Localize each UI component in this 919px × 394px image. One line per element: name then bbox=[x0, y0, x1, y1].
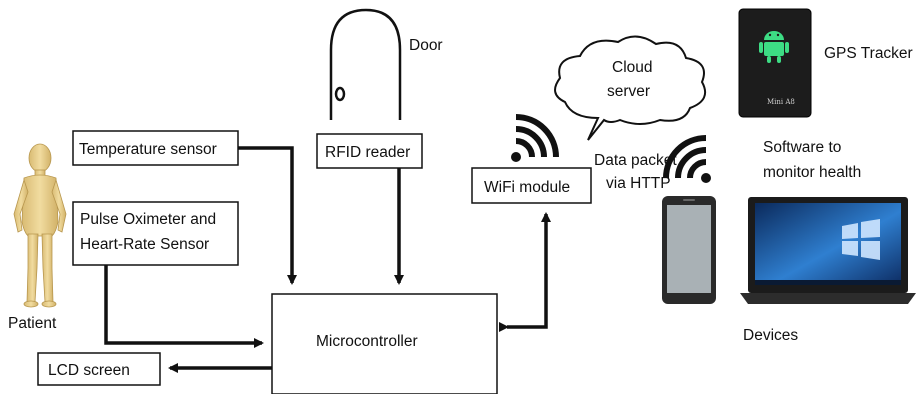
gps-tracker-label: GPS Tracker bbox=[824, 45, 913, 62]
pulse-oximeter-label-line1: Pulse Oximeter and bbox=[80, 211, 216, 228]
door-icon bbox=[329, 8, 402, 120]
pulse-oximeter-label-line2: Heart-Rate Sensor bbox=[80, 236, 209, 253]
data-packet-label-line2: via HTTP bbox=[606, 175, 671, 192]
microcontroller-wifi-bidirectional-arrow bbox=[499, 212, 551, 332]
temperature-sensor-label: Temperature sensor bbox=[79, 141, 217, 158]
android-logo-icon bbox=[759, 31, 789, 63]
wifi-module-label: WiFi module bbox=[484, 179, 570, 196]
door-label: Door bbox=[409, 37, 443, 54]
microcontroller-box bbox=[271, 293, 498, 394]
rfid-reader-label: RFID reader bbox=[325, 144, 410, 161]
temperature-sensor-box bbox=[72, 130, 239, 166]
cloud-server-label-line2: server bbox=[607, 83, 650, 100]
smartphone-icon bbox=[662, 196, 716, 304]
cloud-server-label-line1: Cloud bbox=[612, 59, 653, 76]
gps-tracker-device-icon: Mini A8 bbox=[738, 8, 812, 118]
lcd-screen-box bbox=[37, 352, 161, 386]
wifi-signal-icon bbox=[663, 135, 711, 183]
devices-label: Devices bbox=[743, 327, 798, 344]
pulse-oximeter-to-microcontroller-arrow bbox=[104, 265, 264, 348]
wifi-signal-icon bbox=[511, 114, 559, 162]
temperature-to-microcontroller-arrow bbox=[238, 146, 297, 285]
software-label-line2: monitor health bbox=[763, 164, 861, 181]
wifi-module-box bbox=[471, 167, 592, 204]
cloud-icon bbox=[554, 35, 706, 141]
pulse-oximeter-box bbox=[72, 201, 239, 266]
data-packet-label-line1: Data packet bbox=[594, 152, 677, 169]
tracker-brand-label: Mini A8 bbox=[767, 98, 795, 106]
lcd-screen-label: LCD screen bbox=[48, 362, 130, 379]
patient-figure-icon bbox=[13, 143, 67, 308]
windows-logo-icon bbox=[842, 219, 880, 260]
laptop-icon bbox=[740, 197, 916, 304]
microcontroller-label: Microcontroller bbox=[316, 333, 418, 350]
rfid-reader-box bbox=[316, 133, 423, 169]
patient-label: Patient bbox=[8, 315, 57, 332]
software-label-line1: Software to bbox=[763, 139, 841, 156]
